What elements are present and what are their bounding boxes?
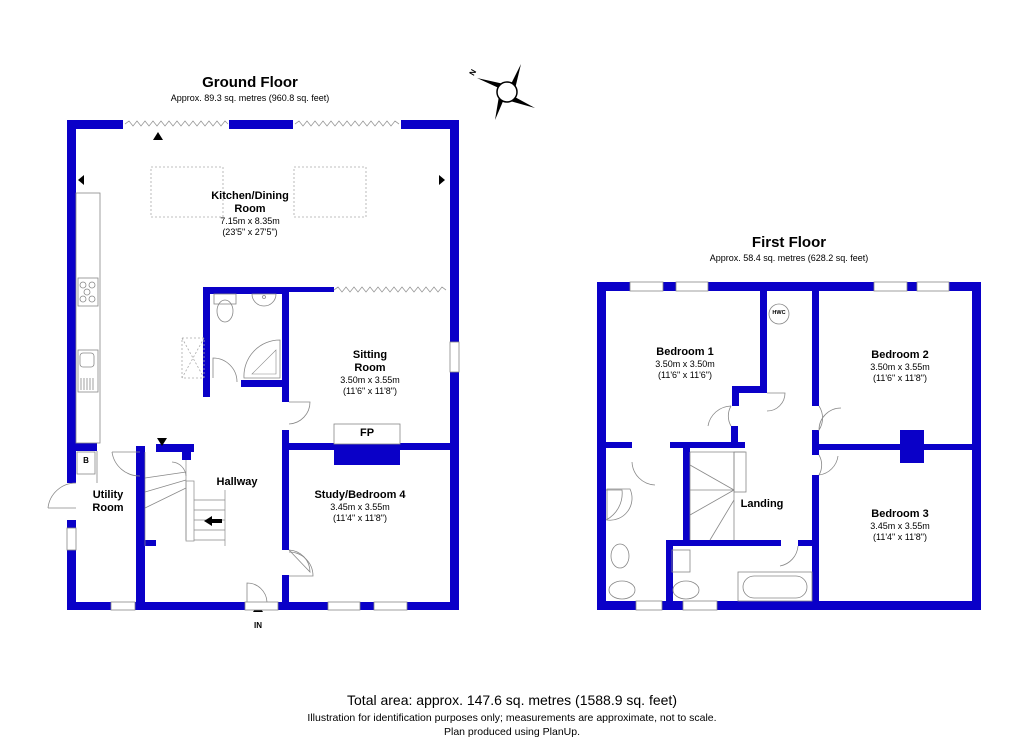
ground-windows — [66, 341, 460, 611]
fireplace-label: FP — [359, 427, 375, 439]
room-bedroom-3: Bedroom 3 3.45m x 3.55m (11'4" x 11'8") — [845, 508, 955, 543]
room-dim-metric: 3.50m x 3.55m — [870, 362, 930, 372]
stair-direction-arrow — [204, 516, 222, 526]
room-dim-imperial: (11'6" x 11'8") — [872, 373, 928, 383]
hwc-label: HWC — [772, 310, 786, 316]
room-name: Study/Bedroom 4 — [314, 489, 406, 501]
compass-icon — [477, 64, 535, 120]
room-dim-imperial: (11'6" x 11'8") — [342, 386, 398, 396]
room-name-line2: Room — [234, 203, 266, 215]
bifold-doors — [124, 120, 447, 293]
room-dim-metric: 3.45m x 3.55m — [330, 502, 390, 512]
room-dim-metric: 7.15m x 8.35m — [220, 216, 280, 226]
room-kitchen-dining: Kitchen/Dining Room 7.15m x 8.35m (23'5"… — [195, 190, 305, 238]
first-floor-title: First Floor — [751, 234, 827, 251]
first-floor-area: Approx. 58.4 sq. metres (628.2 sq. feet) — [709, 253, 869, 263]
room-name: Bedroom 1 — [656, 346, 714, 358]
first-windows — [629, 281, 950, 611]
room-name: Kitchen/Dining — [211, 190, 289, 202]
boiler-label: B — [83, 456, 89, 465]
room-dim-imperial: (11'4" x 11'8") — [872, 532, 928, 542]
wc-fixtures — [212, 293, 281, 383]
producer-note: Plan produced using PlanUp. — [443, 726, 580, 738]
ground-floor-area: Approx. 89.3 sq. metres (960.8 sq. feet) — [170, 93, 330, 103]
kitchen-worktop — [75, 192, 101, 483]
room-hallway: Hallway — [216, 476, 258, 488]
room-dim-imperial: (11'6" x 11'6") — [657, 370, 713, 380]
room-landing: Landing — [740, 498, 784, 510]
room-dim-metric: 3.50m x 3.50m — [655, 359, 715, 369]
first-fixtures — [605, 303, 842, 602]
room-sitting: Sitting Room 3.50m x 3.55m (11'6" x 11'8… — [315, 349, 425, 397]
ground-floor-walls — [67, 120, 459, 610]
room-dim-metric: 3.50m x 3.55m — [340, 375, 400, 385]
room-bedroom-1: Bedroom 1 3.50m x 3.50m (11'6" x 11'6") — [630, 346, 740, 381]
room-dim-imperial: (11'4" x 11'8") — [332, 513, 388, 523]
disclaimer: Illustration for identification purposes… — [307, 712, 717, 724]
ground-stairs — [144, 452, 226, 546]
room-utility: Utility Room — [80, 489, 136, 515]
room-dim-imperial: (23'5" x 27'5") — [222, 227, 278, 237]
room-name: Bedroom 3 — [871, 508, 929, 520]
fireplace-box — [333, 423, 401, 445]
entrance-label: IN — [254, 621, 262, 630]
kitchen-islands — [150, 166, 367, 379]
room-name: Bedroom 2 — [871, 349, 929, 361]
total-area: Total area: approx. 147.6 sq. metres (15… — [347, 692, 677, 708]
room-name: Utility — [92, 489, 124, 501]
room-name-line2: Room — [92, 502, 124, 514]
room-bedroom-2: Bedroom 2 3.50m x 3.55m (11'6" x 11'8") — [845, 349, 955, 384]
room-name: Sitting — [352, 349, 388, 361]
room-name-line2: Room — [354, 362, 386, 374]
first-floor-walls — [597, 282, 981, 610]
room-dim-metric: 3.45m x 3.55m — [870, 521, 930, 531]
ground-doors — [47, 401, 314, 611]
ground-floor-title: Ground Floor — [202, 74, 298, 91]
room-study-bedroom-4: Study/Bedroom 4 3.45m x 3.55m (11'4" x 1… — [300, 489, 420, 524]
